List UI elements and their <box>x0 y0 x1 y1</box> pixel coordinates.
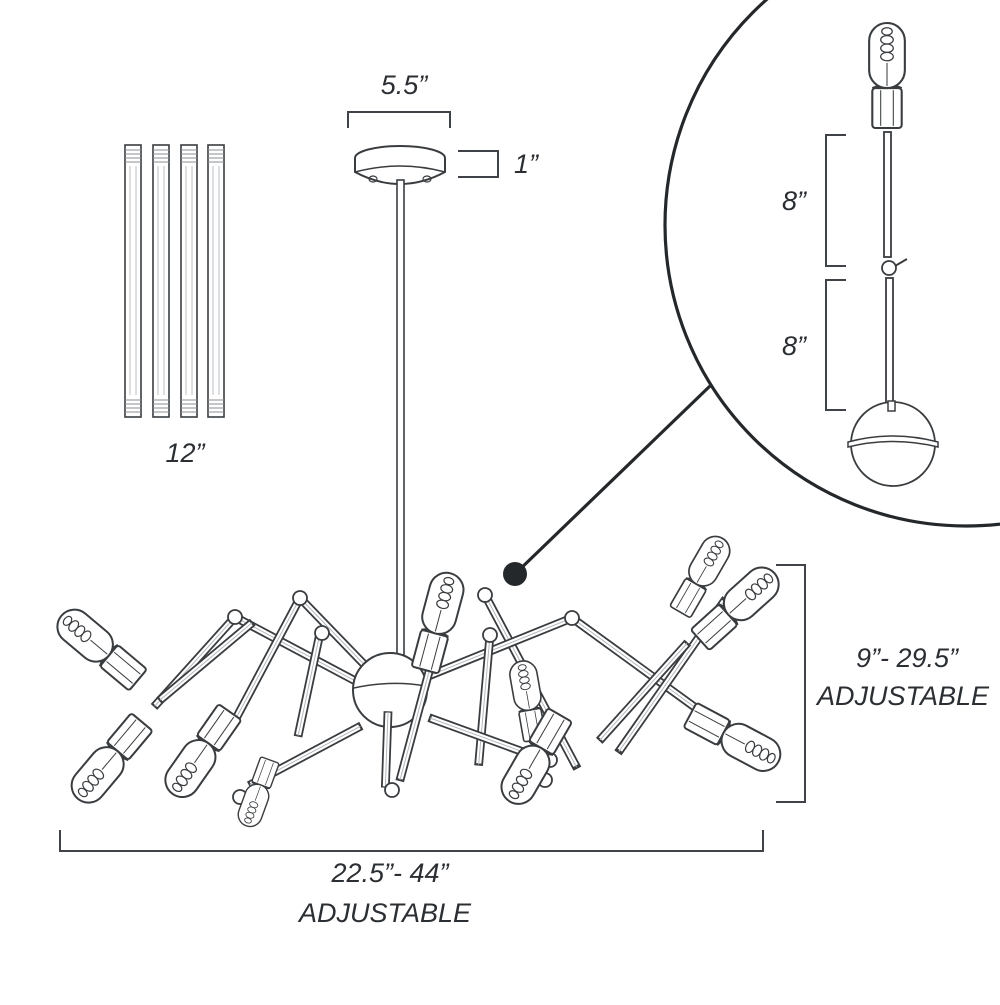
fixture-height-bracket <box>776 564 806 803</box>
fixture-height-range-label: 9”- 29.5” <box>855 643 959 673</box>
extension-rods-illustration <box>124 144 225 418</box>
fixture-width-range-label: 22.5”- 44” <box>331 858 449 888</box>
canopy-illustration <box>347 111 499 656</box>
fixture-width-adjustable-label: ADJUSTABLE <box>298 898 472 928</box>
fixture-height-adjustable-label: ADJUSTABLE <box>816 681 990 711</box>
canopy-height-label: 1” <box>514 149 539 179</box>
chandelier-illustration <box>49 530 788 831</box>
canopy-width-label: 5.5” <box>380 70 428 100</box>
arm-detail-callout <box>503 0 1000 586</box>
arm-lower-segment-label: 8” <box>782 331 807 361</box>
extension-rod-length-label: 12” <box>165 438 205 468</box>
fixture-width-bracket <box>59 830 764 852</box>
arm-upper-segment-label: 8” <box>782 186 807 216</box>
